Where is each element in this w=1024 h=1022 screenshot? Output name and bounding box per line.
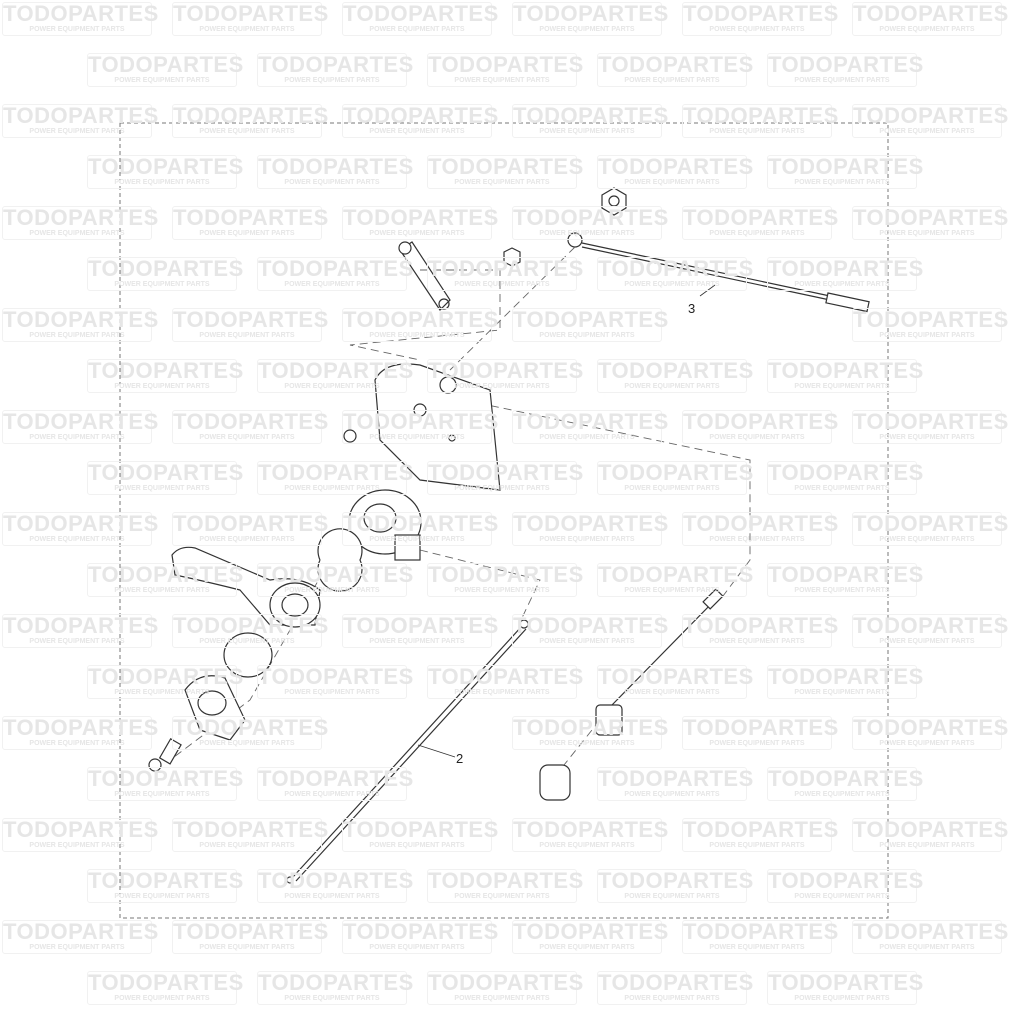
small-nut — [503, 247, 521, 267]
choke-rod-2 — [286, 619, 529, 884]
throttle-lever — [171, 546, 321, 628]
callout-leader-3 — [699, 284, 716, 297]
control-cable — [539, 588, 724, 801]
lever-base — [184, 675, 246, 741]
callout-3: 3 — [688, 301, 695, 316]
spring-washer — [317, 528, 363, 592]
spacer — [158, 738, 182, 765]
washer — [223, 632, 273, 678]
assembly-frame — [119, 122, 889, 919]
bolt — [148, 758, 162, 772]
nut — [601, 187, 627, 216]
throttle-rod-3 — [567, 232, 870, 313]
throttle-bracket — [374, 363, 501, 491]
callout-leader-2 — [417, 744, 456, 758]
screw — [343, 429, 357, 443]
link-arm — [398, 241, 451, 311]
friction-housing — [348, 489, 422, 561]
callout-2: 2 — [456, 751, 463, 766]
assembly-lines — [169, 246, 751, 771]
